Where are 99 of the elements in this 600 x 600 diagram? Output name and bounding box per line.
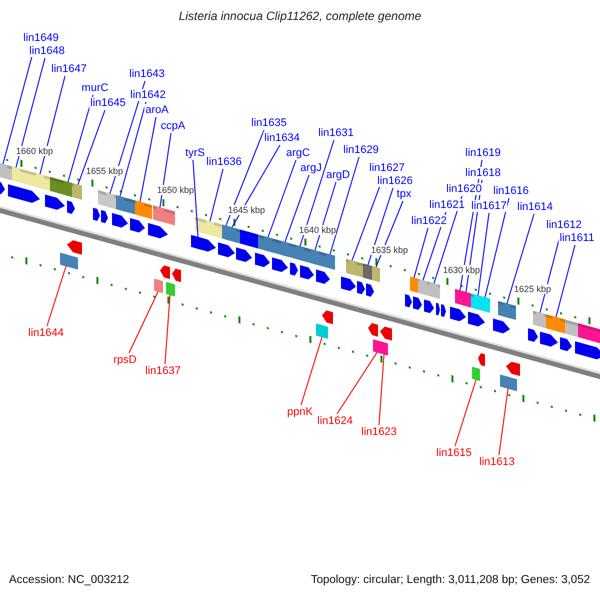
gene-label: lin1620 (445, 183, 483, 195)
gene-label: lin1648 (28, 45, 66, 57)
gene-block (36, 172, 44, 190)
gene-label: lin1642 (129, 89, 167, 101)
leader-line (454, 379, 476, 446)
gene-label: lin1643 (128, 68, 166, 80)
leader-line (300, 140, 334, 247)
leader-line (284, 174, 310, 242)
scale-label: 1635 kbp (371, 244, 408, 255)
leader-line (128, 291, 158, 354)
leader-line (160, 132, 172, 208)
scale-label: 1630 kbp (443, 264, 480, 275)
leader-line (414, 228, 428, 278)
gene-block (156, 206, 164, 222)
leader-line (478, 212, 490, 296)
leader-line (46, 266, 66, 326)
scale-label: 1660 kbp (16, 146, 54, 156)
scale-label: 1625 kbp (514, 284, 552, 294)
gene-label: lin1624 (316, 415, 354, 427)
gene-label: lin1626 (376, 175, 414, 187)
scale-label: 1645 kbp (228, 205, 266, 216)
gene-label: tpx (396, 188, 412, 200)
gene-label: lin1615 (435, 447, 473, 459)
gene-label: lin1649 (22, 32, 60, 44)
leader-line (336, 352, 378, 414)
gene-label: lin1636 (205, 156, 243, 168)
leader-line (68, 94, 94, 182)
gene-label: lin1637 (144, 365, 182, 377)
gene-label: lin1618 (464, 167, 502, 179)
gene-block (116, 195, 124, 212)
footer-text: Topology: circular; Length: 3,011,208 bp; Genes: 3,052 (310, 574, 590, 586)
leader-line (378, 354, 384, 426)
gene-label: lin1629 (342, 144, 380, 156)
scale-label: 1655 kbp (86, 166, 124, 176)
gene-label: tyrS (184, 147, 206, 159)
gene-label: lin1614 (516, 201, 554, 213)
gene-block (167, 282, 173, 296)
gene-label: argC (285, 147, 311, 159)
leader-line (434, 196, 462, 284)
gene-label: lin1613 (478, 456, 516, 468)
gene-label: lin1627 (368, 162, 406, 174)
gene-block (326, 253, 334, 270)
gene-label: ppnK (286, 406, 314, 418)
leader-line (78, 110, 106, 186)
gene-label: ccpA (160, 120, 186, 132)
gene-block (12, 166, 20, 183)
gene-label: lin1631 (317, 127, 355, 139)
gene-label: lin1619 (464, 147, 502, 159)
gene-label: lin1611 (558, 232, 596, 244)
leader-line (120, 102, 146, 197)
gene-block (64, 180, 72, 197)
gene-label: murC (80, 82, 110, 94)
gene-label: lin1645 (89, 97, 127, 109)
gene-label: lin1617 (470, 200, 508, 212)
scale-label: 1650 kbp (157, 185, 194, 196)
gene-block (106, 192, 114, 209)
gene-block (194, 236, 202, 250)
gene-label: argJ (299, 162, 323, 174)
gene-block (0, 162, 7, 179)
leader-line (192, 160, 198, 238)
gene-label: lin1622 (410, 215, 448, 227)
leader-line (484, 198, 510, 298)
gene-block (348, 259, 356, 276)
gene-label: lin1621 (428, 199, 466, 211)
scale-label: 1640 kbp (299, 224, 336, 235)
leader-line (268, 160, 296, 238)
gene-label: lin1616 (492, 185, 530, 197)
gene-label: lin1647 (50, 63, 88, 75)
gene-label: aroA (144, 104, 170, 116)
leader-line (164, 294, 170, 364)
gene-label: lin1634 (263, 132, 301, 144)
leader-line (330, 156, 360, 255)
gene-label: lin1612 (545, 219, 583, 231)
gene-block (536, 311, 544, 328)
leader-line (368, 188, 394, 266)
gene-label: lin1644 (27, 327, 65, 339)
gene-block (374, 340, 380, 354)
leader-line (376, 200, 404, 268)
gene-block (481, 296, 489, 312)
gene-block (155, 278, 161, 293)
leader-line (140, 116, 156, 202)
gene-block (63, 253, 69, 268)
footer-text: Accession: NC_003212 (9, 574, 130, 586)
leader-line (16, 58, 46, 168)
leader-line (556, 244, 576, 318)
leader-line (506, 214, 534, 304)
leader-line (498, 388, 508, 456)
gene-label: rpsD (112, 354, 138, 366)
gene-block (381, 342, 387, 356)
gene-label: lin1623 (360, 426, 398, 438)
leader-line (210, 168, 224, 222)
gene-label: lin1635 (250, 117, 288, 129)
diagram-title: Listeria innocua Clip11262, complete genome (178, 9, 422, 23)
gene-label: argD (325, 169, 351, 181)
leader-line (300, 336, 322, 406)
leader-line (314, 182, 336, 251)
gene-block (319, 324, 325, 338)
leader-line (232, 144, 280, 228)
leader-line (226, 130, 264, 226)
